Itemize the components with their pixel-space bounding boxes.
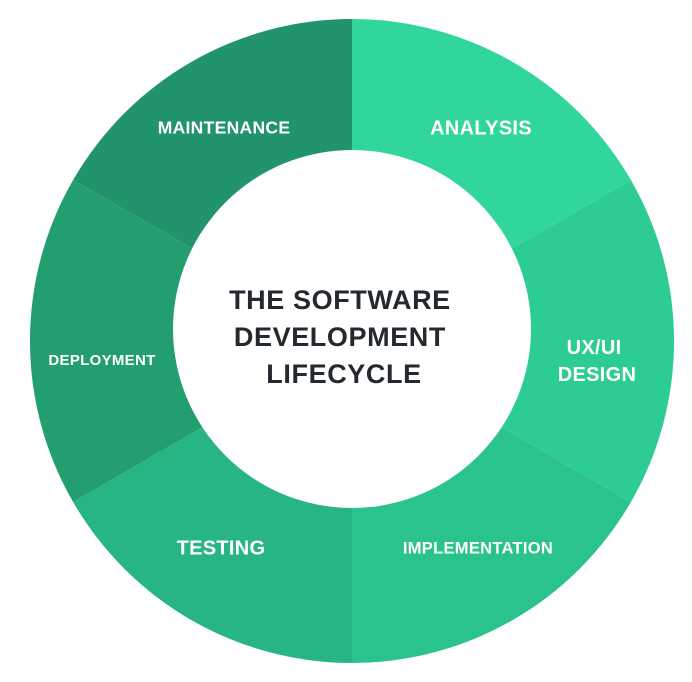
center-title: THE SOFTWARE DEVELOPMENT LIFECYCLE — [229, 285, 459, 389]
label-analysis: ANALYSIS — [430, 117, 532, 139]
center-title-line1: THE SOFTWARE — [229, 285, 451, 315]
label-maintenance: MAINTENANCE — [158, 118, 291, 138]
label-uxui-line2: DESIGN — [558, 364, 636, 386]
label-implementation: IMPLEMENTATION — [403, 539, 553, 557]
label-testing: TESTING — [177, 537, 266, 559]
center-hole — [173, 150, 531, 508]
label-uxui-line1: UX/UI — [567, 337, 622, 359]
label-uxui-design: UX/UI DESIGN — [558, 337, 636, 386]
center-title-line2: DEVELOPMENT — [234, 322, 446, 352]
label-deployment: DEPLOYMENT — [48, 352, 155, 369]
center-title-line3: LIFECYCLE — [266, 359, 421, 389]
